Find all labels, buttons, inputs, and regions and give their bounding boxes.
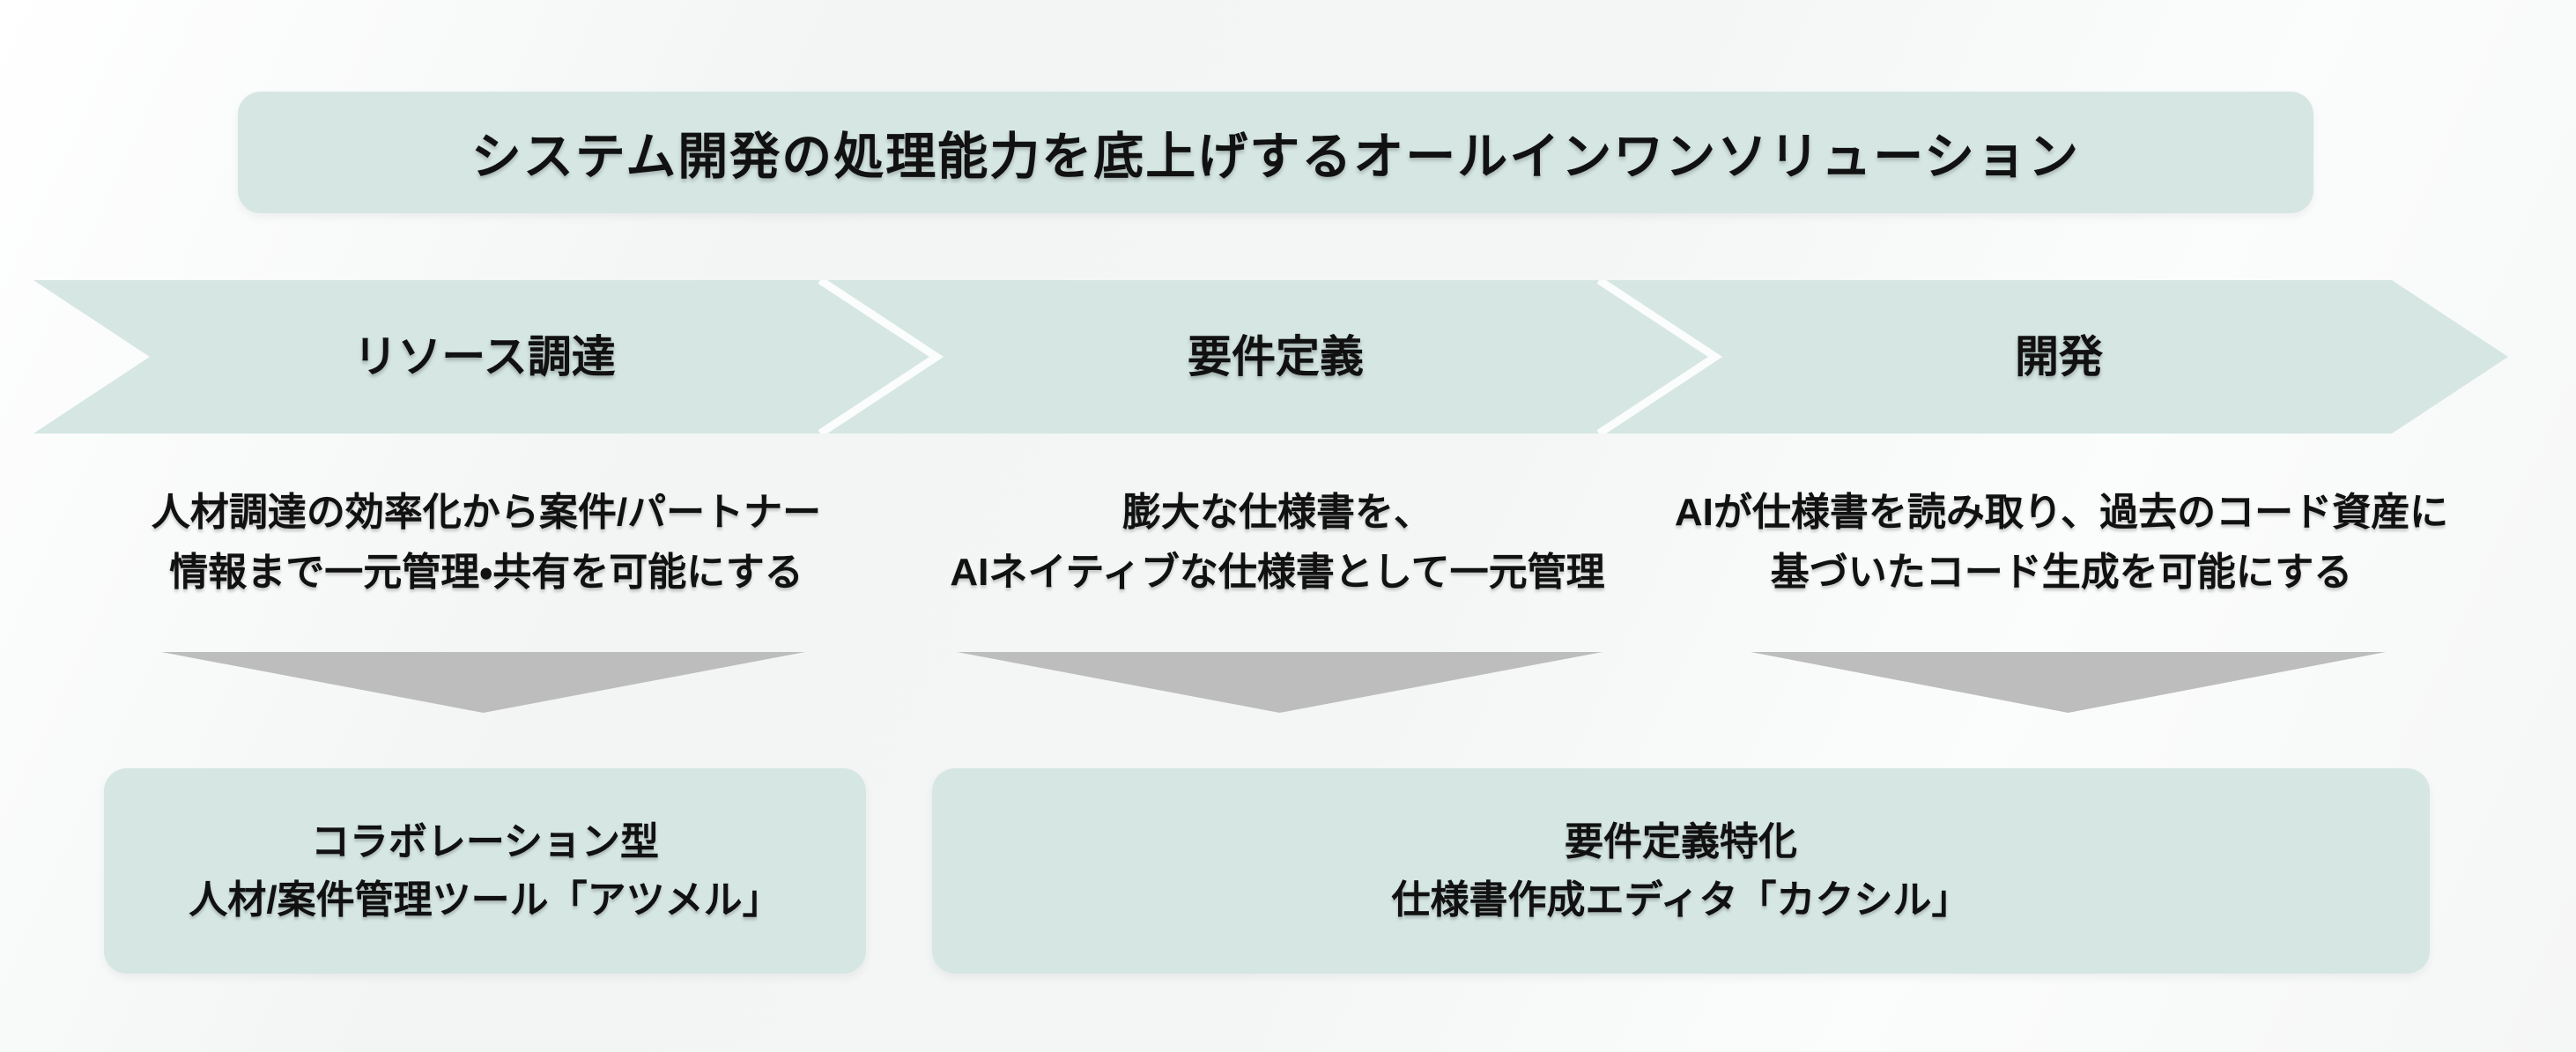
stage-description-resource-procurement: 人材調達の効率化から案件/パートナー 情報まで一元管理・共有を可能にする	[63, 483, 909, 603]
stage-description-requirements-definition: 膨大な仕様書を、 AIネイティブな仕様書として一元管理	[855, 483, 1700, 603]
product-box-kakushiru: 要件定義特化 仕様書作成エディタ「カクシル」	[932, 768, 2430, 974]
stage-label-requirements-definition: 要件定義	[1188, 332, 1364, 382]
description-line: 人材調達の効率化から案件/パートナー	[151, 491, 822, 534]
down-arrow-icon	[161, 652, 805, 713]
product-name-line: コラボレーション型	[310, 819, 660, 863]
process-arrow-shape	[33, 280, 2508, 433]
stage-label-resource-procurement: リソース調達	[353, 332, 616, 382]
product-name-line: 仕様書作成エディタ「カクシル」	[1391, 878, 1971, 922]
stage-description-development: AIが仕様書を読み取り、過去のコード資産に 基づいたコード生成を可能にする	[1639, 483, 2484, 603]
slide-title-banner: システム開発の処理能力を底上げするオールインワンソリューション	[238, 92, 2313, 213]
product-name-line: 人材/案件管理ツール「アツメル」	[189, 878, 781, 922]
description-line: AIネイティブな仕様書として一元管理	[950, 551, 1605, 594]
slide-title: システム開発の処理能力を底上げするオールインワンソリューション	[470, 129, 2081, 185]
description-line: 膨大な仕様書を、	[1122, 491, 1432, 534]
process-arrow-band: リソース調達 要件定義 開発	[0, 280, 2576, 433]
description-line: 基づいたコード生成を可能にする	[1770, 551, 2353, 594]
down-arrow-icon	[957, 652, 1603, 713]
product-name-line: 要件定義特化	[1565, 819, 1797, 863]
down-arrow-icon	[1751, 652, 2386, 713]
product-box-atsumeru: コラボレーション型 人材/案件管理ツール「アツメル」	[104, 768, 866, 974]
stage-label-development: 開発	[2015, 332, 2103, 382]
description-line: 情報まで一元管理・共有を可能にする	[169, 551, 803, 594]
description-line: AIが仕様書を読み取り、過去のコード資産に	[1674, 491, 2449, 534]
